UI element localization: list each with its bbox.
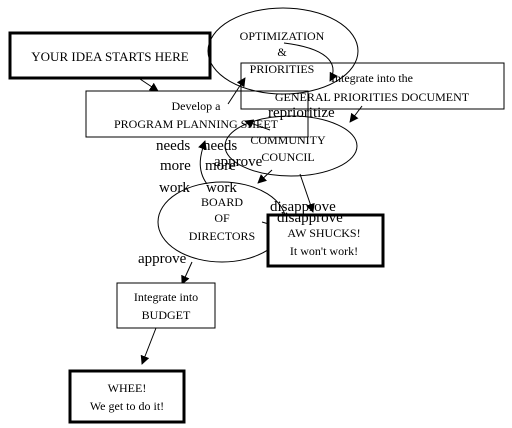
node-aw-shucks: AW SHUCKS! It won't work! — [266, 213, 385, 268]
svg-text:more: more — [160, 158, 191, 174]
edge-label-needs-more-work-1: needs more work — [156, 138, 191, 196]
svg-text:Develop a: Develop a — [172, 99, 222, 113]
edge-board-to-pps — [198, 140, 208, 185]
svg-text:YOUR IDEA STARTS HERE: YOUR IDEA STARTS HERE — [31, 49, 188, 64]
svg-text:work: work — [159, 180, 190, 196]
edge-council-to-shucks — [299, 173, 315, 213]
svg-text:needs: needs — [203, 138, 237, 154]
edge-label-approve-council: approve — [214, 154, 263, 170]
svg-text:PROGRAM PLANNING SHEET: PROGRAM PLANNING SHEET — [114, 117, 279, 131]
svg-text:COUNCIL: COUNCIL — [261, 150, 314, 164]
node-start: YOUR IDEA STARTS HERE — [8, 31, 212, 80]
edge-label-approve-board: approve — [138, 251, 187, 267]
node-budget: Integrate into BUDGET — [116, 282, 216, 329]
svg-text:OPTIMIZATION: OPTIMIZATION — [240, 29, 325, 43]
svg-text:COMMUNITY: COMMUNITY — [250, 133, 326, 147]
svg-text:work: work — [206, 180, 237, 196]
node-optimization-priorities: OPTIMIZATION & PRIORITIES — [207, 7, 359, 95]
svg-text:It won't work!: It won't work! — [290, 244, 358, 258]
svg-text:WHEE!: WHEE! — [108, 381, 147, 395]
svg-text:We get to do it!: We get to do it! — [90, 399, 164, 413]
svg-text:Integrate into: Integrate into — [134, 290, 198, 304]
node-program-planning-sheet: Develop a PROGRAM PLANNING SHEET — [85, 90, 309, 138]
edge-budget-to-whee — [140, 327, 157, 365]
edge-optimization-to-gpd — [283, 42, 338, 82]
svg-text:Integrate into the: Integrate into the — [331, 71, 413, 85]
svg-text:needs: needs — [156, 138, 190, 154]
svg-text:DIRECTORS: DIRECTORS — [189, 229, 255, 243]
svg-text:BUDGET: BUDGET — [142, 308, 191, 322]
edge-start-to-pps — [139, 78, 159, 92]
edge-council-to-board — [257, 169, 273, 184]
node-whee: WHEE! We get to do it! — [68, 369, 186, 424]
edge-label-needs-more-work-2: needs more work — [203, 138, 237, 196]
svg-text:PRIORITIES: PRIORITIES — [250, 62, 315, 76]
svg-text:OF: OF — [214, 211, 230, 225]
svg-text:&: & — [277, 45, 287, 59]
node-general-priorities-document: Integrate into the GENERAL PRIORITIES DO… — [240, 62, 505, 110]
node-board-of-directors: BOARD OF DIRECTORS — [157, 181, 287, 263]
node-community-council: COMMUNITY COUNCIL — [224, 115, 358, 177]
edge-label-disapprove-1: disapprove — [270, 199, 336, 215]
svg-text:more: more — [205, 158, 236, 174]
svg-text:GENERAL PRIORITIES DOCUMENT: GENERAL PRIORITIES DOCUMENT — [275, 90, 470, 104]
edge-label-disapprove-2: disapprove — [277, 210, 343, 226]
svg-text:AW SHUCKS!: AW SHUCKS! — [287, 226, 360, 240]
svg-text:BOARD: BOARD — [201, 195, 243, 209]
edge-label-reprioritize: reprioritize — [268, 105, 335, 121]
edge-board-to-budget — [181, 261, 193, 285]
